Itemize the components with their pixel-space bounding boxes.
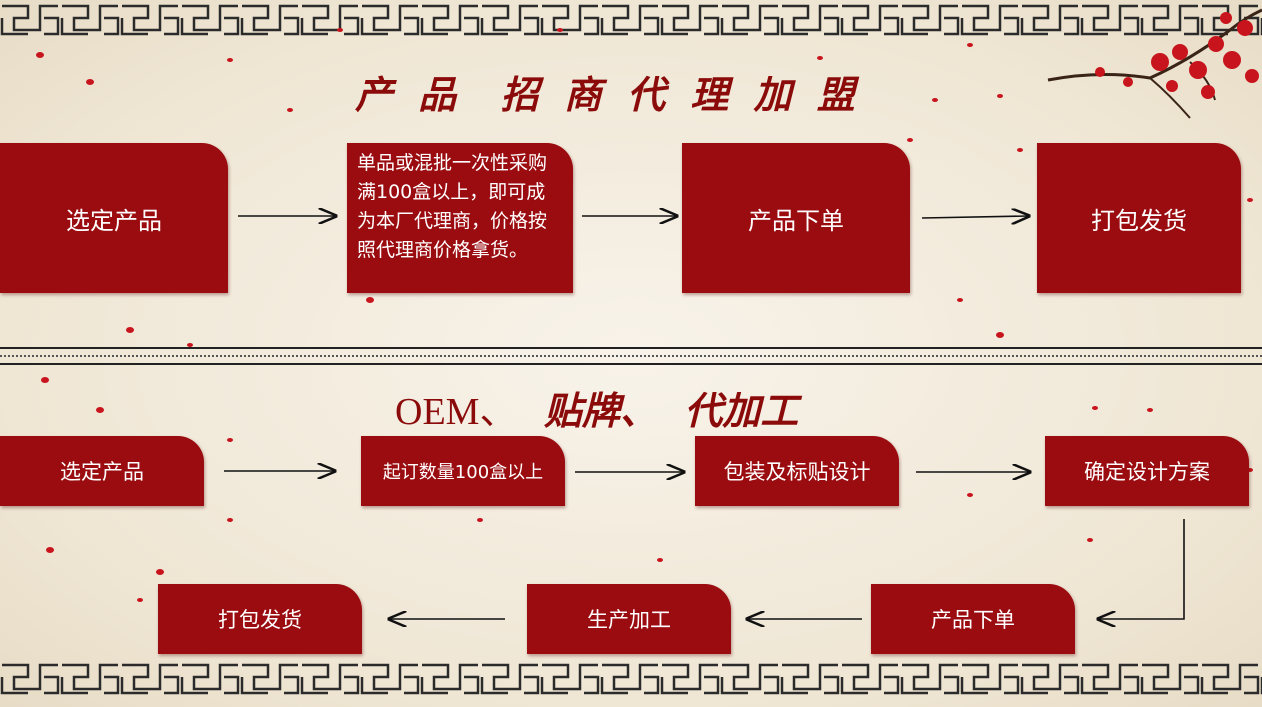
arrow-oem-turn: [1098, 519, 1184, 619]
arrow-top-3: [922, 216, 1029, 218]
